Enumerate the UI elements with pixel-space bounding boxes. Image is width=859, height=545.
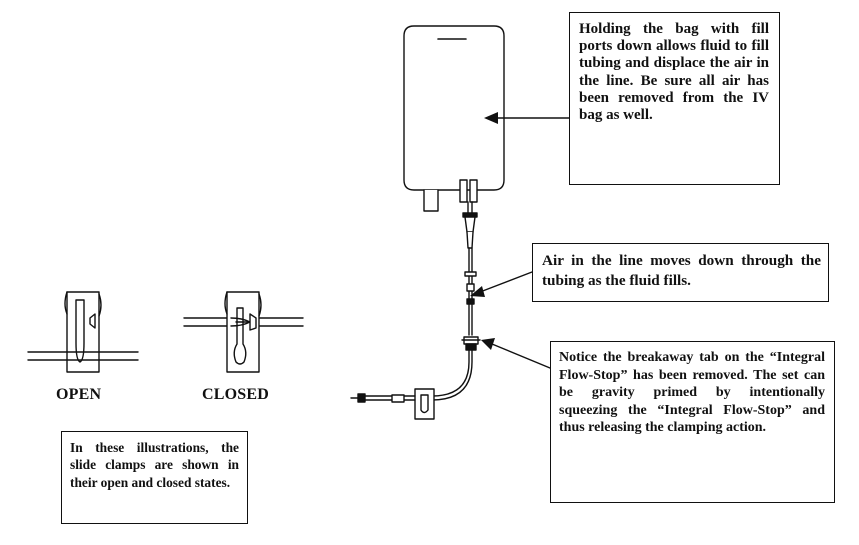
iv-bag: [403, 25, 505, 212]
set-slide-clamp: [414, 388, 435, 420]
callout-air-in-line: Air in the line moves down through the t…: [532, 243, 829, 302]
callout-illustrations-note: In these illustrations, the slide clamps…: [61, 431, 248, 524]
closed-clamp-label: CLOSED: [202, 386, 269, 403]
open-clamp-label: OPEN: [56, 386, 102, 403]
closed-clamp-illustration: [183, 291, 304, 373]
integral-flow-stop: [461, 336, 481, 351]
spike-connector: [462, 201, 478, 249]
fill-ports: [459, 179, 478, 203]
pointer-arrows: [479, 117, 570, 369]
open-clamp-illustration: [27, 291, 139, 373]
iv-tubing: [419, 247, 477, 401]
callout-breakaway-tab: Notice the breakaway tab on the “Integra…: [550, 341, 835, 503]
luer-connector: [350, 393, 416, 403]
callout-bag-fill-ports: Holding the bag with fill ports down all…: [569, 12, 780, 185]
